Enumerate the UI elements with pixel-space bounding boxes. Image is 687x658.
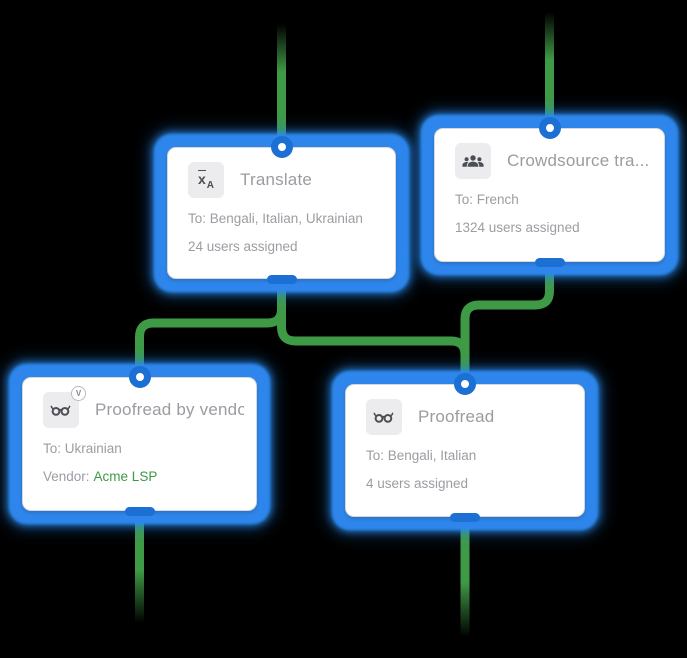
workflow-step-crowdsource-translation[interactable]: Crowdsource tra... To: French 1324 users… bbox=[423, 117, 676, 273]
proofread-by-vendor-icon: V bbox=[43, 386, 86, 428]
connector-translate-to-proofread-by-vendor bbox=[135, 279, 286, 377]
step-card: V Proofread by vendor To: Ukrainian Vend… bbox=[22, 377, 257, 511]
connector-translate-to-proofread bbox=[277, 279, 470, 384]
step-card: xA Translate To: Bengali, Italian, Ukrai… bbox=[167, 147, 396, 279]
step-target-languages: To: French bbox=[455, 192, 519, 207]
connector-crowdsource-to-proofread bbox=[460, 262, 554, 384]
vendor-label: Vendor: bbox=[43, 469, 90, 484]
step-title: Proofread by vendor bbox=[95, 400, 244, 419]
step-users-assigned: 1324 users assigned bbox=[455, 220, 580, 235]
input-port[interactable] bbox=[538, 117, 561, 139]
vendor-badge: V bbox=[71, 386, 86, 401]
step-title: Crowdsource tra... bbox=[507, 151, 650, 170]
proofread-icon bbox=[366, 399, 402, 435]
step-users-assigned: 4 users assigned bbox=[366, 476, 469, 491]
input-port[interactable] bbox=[454, 373, 476, 395]
output-port[interactable] bbox=[450, 512, 480, 522]
step-title: Translate bbox=[240, 170, 313, 189]
step-target-languages: To: Bengali, Italian, Ukrainian bbox=[188, 211, 363, 226]
input-port[interactable] bbox=[128, 366, 151, 388]
vendor-link[interactable]: Acme LSP bbox=[93, 469, 158, 484]
workflow-step-proofread[interactable]: Proofread To: Bengali, Italian 4 users a… bbox=[334, 373, 596, 528]
output-port[interactable] bbox=[534, 257, 565, 267]
workflow-step-translate[interactable]: xA Translate To: Bengali, Italian, Ukrai… bbox=[156, 136, 407, 290]
output-port[interactable] bbox=[266, 274, 297, 284]
step-users-assigned: 24 users assigned bbox=[188, 239, 298, 254]
step-card: Proofread To: Bengali, Italian 4 users a… bbox=[345, 384, 585, 517]
step-target-languages: To: Bengali, Italian bbox=[366, 448, 477, 463]
step-vendor: Vendor:Acme LSP bbox=[43, 468, 244, 486]
step-target-languages: To: Ukrainian bbox=[43, 441, 122, 456]
step-title: Proofread bbox=[418, 407, 495, 426]
workflow-step-proofread-by-vendor[interactable]: V Proofread by vendor To: Ukrainian Vend… bbox=[11, 366, 268, 522]
crowdsource-icon bbox=[455, 143, 491, 179]
step-card: Crowdsource tra... To: French 1324 users… bbox=[434, 128, 665, 262]
translate-icon: xA bbox=[188, 162, 224, 198]
input-port[interactable] bbox=[270, 136, 293, 158]
output-port[interactable] bbox=[124, 506, 155, 516]
